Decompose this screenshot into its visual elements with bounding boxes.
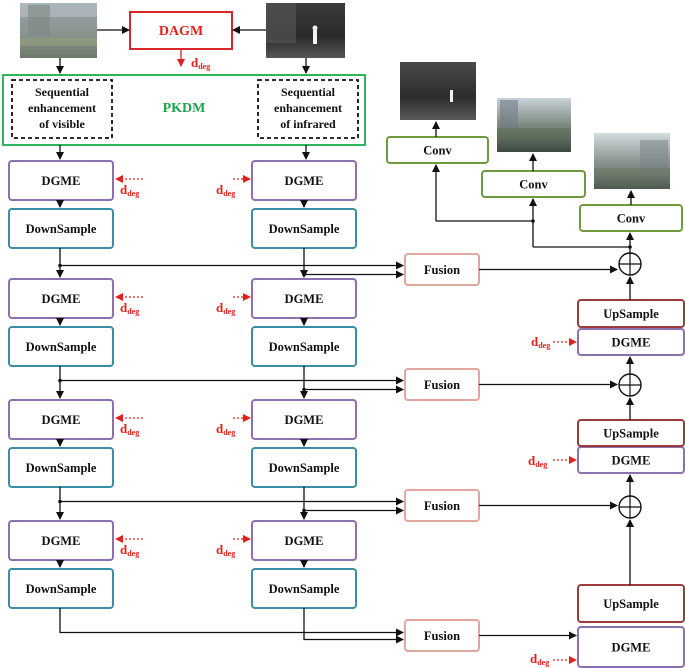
ddeg-right-4-label: ddeg [216,542,235,558]
decoder-dgme-4-label: DGME [612,641,651,655]
seq-visible-line2: enhancement [28,101,96,115]
dagm-deg-label: ddeg [191,55,210,71]
seq-visible-line1: Sequential [35,85,90,99]
fusion-1-label: Fusion [424,263,460,277]
upsample-3 [577,584,685,623]
fusion-4-label: Fusion [424,629,460,643]
output-image-thumbnail [594,133,670,189]
seq-infrared-line2: enhancement [274,101,342,115]
ddeg-decoder-3-d: d [528,453,536,468]
dgme-right-3-label: DGME [285,413,324,427]
ddeg-left-2-d: d [120,300,128,315]
arrow-left-to-fusion-4 [59,608,404,637]
ddeg-decoder-2-deg: deg [538,341,550,350]
decoder-dgme-2-label: DGME [612,336,651,350]
downsample-left-1-label: DownSample [26,222,97,236]
downsample-left-4 [8,568,114,609]
ddeg-right-3-d: d [216,421,224,436]
arrow-right-to-fusion-4 [303,608,404,644]
ddeg-decoder-4-deg: deg [537,658,549,667]
junction-decoder-2 [531,219,535,223]
ddeg-left-3-label: ddeg [120,421,139,437]
ddeg-left-2-deg: deg [127,307,139,316]
ddeg-right-2-label: ddeg [216,300,235,316]
ddeg-right-2-d: d [216,300,224,315]
seq-visible-line3: of visible [39,117,85,131]
downsample-left-2-label: DownSample [26,340,97,354]
conv-2-label: Conv [519,178,548,192]
ddeg-left-3-d: d [120,421,128,436]
seq-infrared-block [257,79,359,139]
decoder-layer: DGMEddegUpSampleDGMEUpSampleddegDGMEUpSa… [386,121,685,668]
decoder-dgme-2 [577,328,685,356]
ddeg-decoder-2-d: d [531,334,539,349]
output-image-thumbnail [497,98,571,152]
dgme-right-1-label: DGME [285,174,324,188]
seq-visible-block [11,79,113,139]
ddeg-left-4-label: ddeg [120,542,139,558]
ddeg-left-4-d: d [120,542,128,557]
seq-infrared-line3: of infrared [280,117,336,131]
ddeg-right-3-deg: deg [223,428,235,437]
dgme-left-4-label: DGME [42,534,81,548]
ddeg-right-3-label: ddeg [216,421,235,437]
upsample-1 [577,299,685,328]
dgme-left-1-label: DGME [42,174,81,188]
downsample-left-1 [8,208,114,249]
junction-decoder [628,245,632,249]
ddeg-left-3-deg: deg [127,428,139,437]
ddeg-right-4-d: d [216,542,224,557]
upsample-2 [577,419,685,447]
downsample-left-2 [8,326,114,367]
ddeg-decoder-2-label: ddeg [531,334,550,350]
upsample-2-label: UpSample [603,427,659,441]
conv-1 [386,136,489,164]
output-image-thumbnail [400,62,476,120]
ddeg-left-2-label: ddeg [120,300,139,316]
ddeg-left-1-label: ddeg [120,182,139,198]
downsample-right-1-label: DownSample [269,222,340,236]
downsample-left-3-label: DownSample [26,461,97,475]
upsample-3-label: UpSample [603,597,659,611]
pkdm-label: PKDM [163,101,206,116]
ddeg-decoder-4-d: d [530,651,538,666]
dgme-right-4-label: DGME [285,534,324,548]
ddeg-right-2-deg: deg [223,307,235,316]
ddeg-left-1-d: d [120,182,128,197]
downsample-right-2-label: DownSample [269,340,340,354]
fusion-2-label: Fusion [424,378,460,392]
ddeg-right-1-d: d [216,182,224,197]
ddeg-decoder-3-deg: deg [535,460,547,469]
seq-infrared-line1: Sequential [281,85,336,99]
conv-3-label: Conv [617,212,646,226]
ddeg-right-4-deg: deg [223,549,235,558]
dgme-left-3-label: DGME [42,413,81,427]
visible-image-thumbnail [20,3,97,58]
ddeg-decoder-4-label: ddeg [530,651,549,667]
decoder-dgme-4 [577,626,685,668]
downsample-right-4-label: DownSample [269,582,340,596]
dgme-left-2-label: DGME [42,292,81,306]
downsample-left-3 [8,447,114,488]
upsample-1-label: UpSample [603,307,659,321]
fusion-3-label: Fusion [424,499,460,513]
ddeg-left-1-deg: deg [127,189,139,198]
ddeg-decoder-3-label: ddeg [528,453,547,469]
dagm-label: DAGM [159,24,203,39]
decoder-dgme-3-label: DGME [612,454,651,468]
downsample-right-3-label: DownSample [269,461,340,475]
ddeg-right-1-label: ddeg [216,182,235,198]
dgme-right-2-label: DGME [285,292,324,306]
ddeg-left-4-deg: deg [127,549,139,558]
downsample-left-4-label: DownSample [26,582,97,596]
conv-1-label: Conv [423,144,452,158]
ddeg-right-1-deg: deg [223,189,235,198]
infrared-image-thumbnail [266,3,345,58]
